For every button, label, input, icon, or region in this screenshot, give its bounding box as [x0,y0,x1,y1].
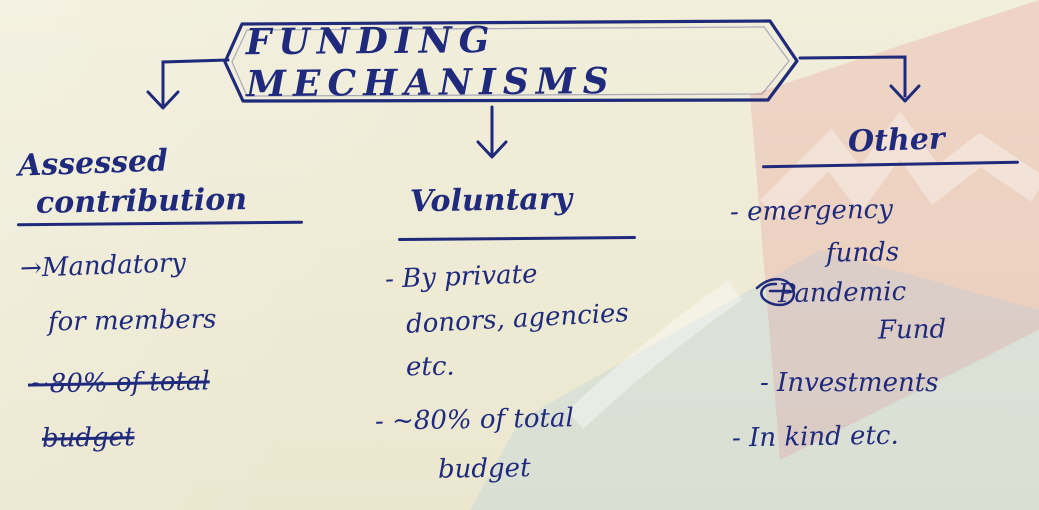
assessed-item-4: budget [41,422,135,454]
other-item-4: Fund [877,314,947,346]
assessed-item-1: →Mandatory [19,248,187,284]
voluntary-item-1: - By private [384,259,538,295]
assessed-item-3: ~80% of total [27,366,210,400]
other-item-6: - In kind etc. [731,420,899,454]
diagram-title: FUNDING MECHANISMS [245,19,616,106]
other-item-2: funds [825,237,900,269]
other-item-1: - emergency [729,194,894,228]
other-item-3: Pandemic [777,276,907,310]
heading-voluntary: Voluntary [409,181,573,220]
assessed-item-2: for members [47,304,217,338]
heading-other: Other [847,121,946,160]
voluntary-item-3: etc. [405,351,455,383]
heading-assessed-line2: contribution [35,182,248,221]
voluntary-item-5: budget [437,453,531,485]
heading-assessed-line1: Assessed [17,143,169,184]
other-item-5: - Investments [760,368,939,398]
voluntary-item-4: - ~80% of total [374,403,575,437]
